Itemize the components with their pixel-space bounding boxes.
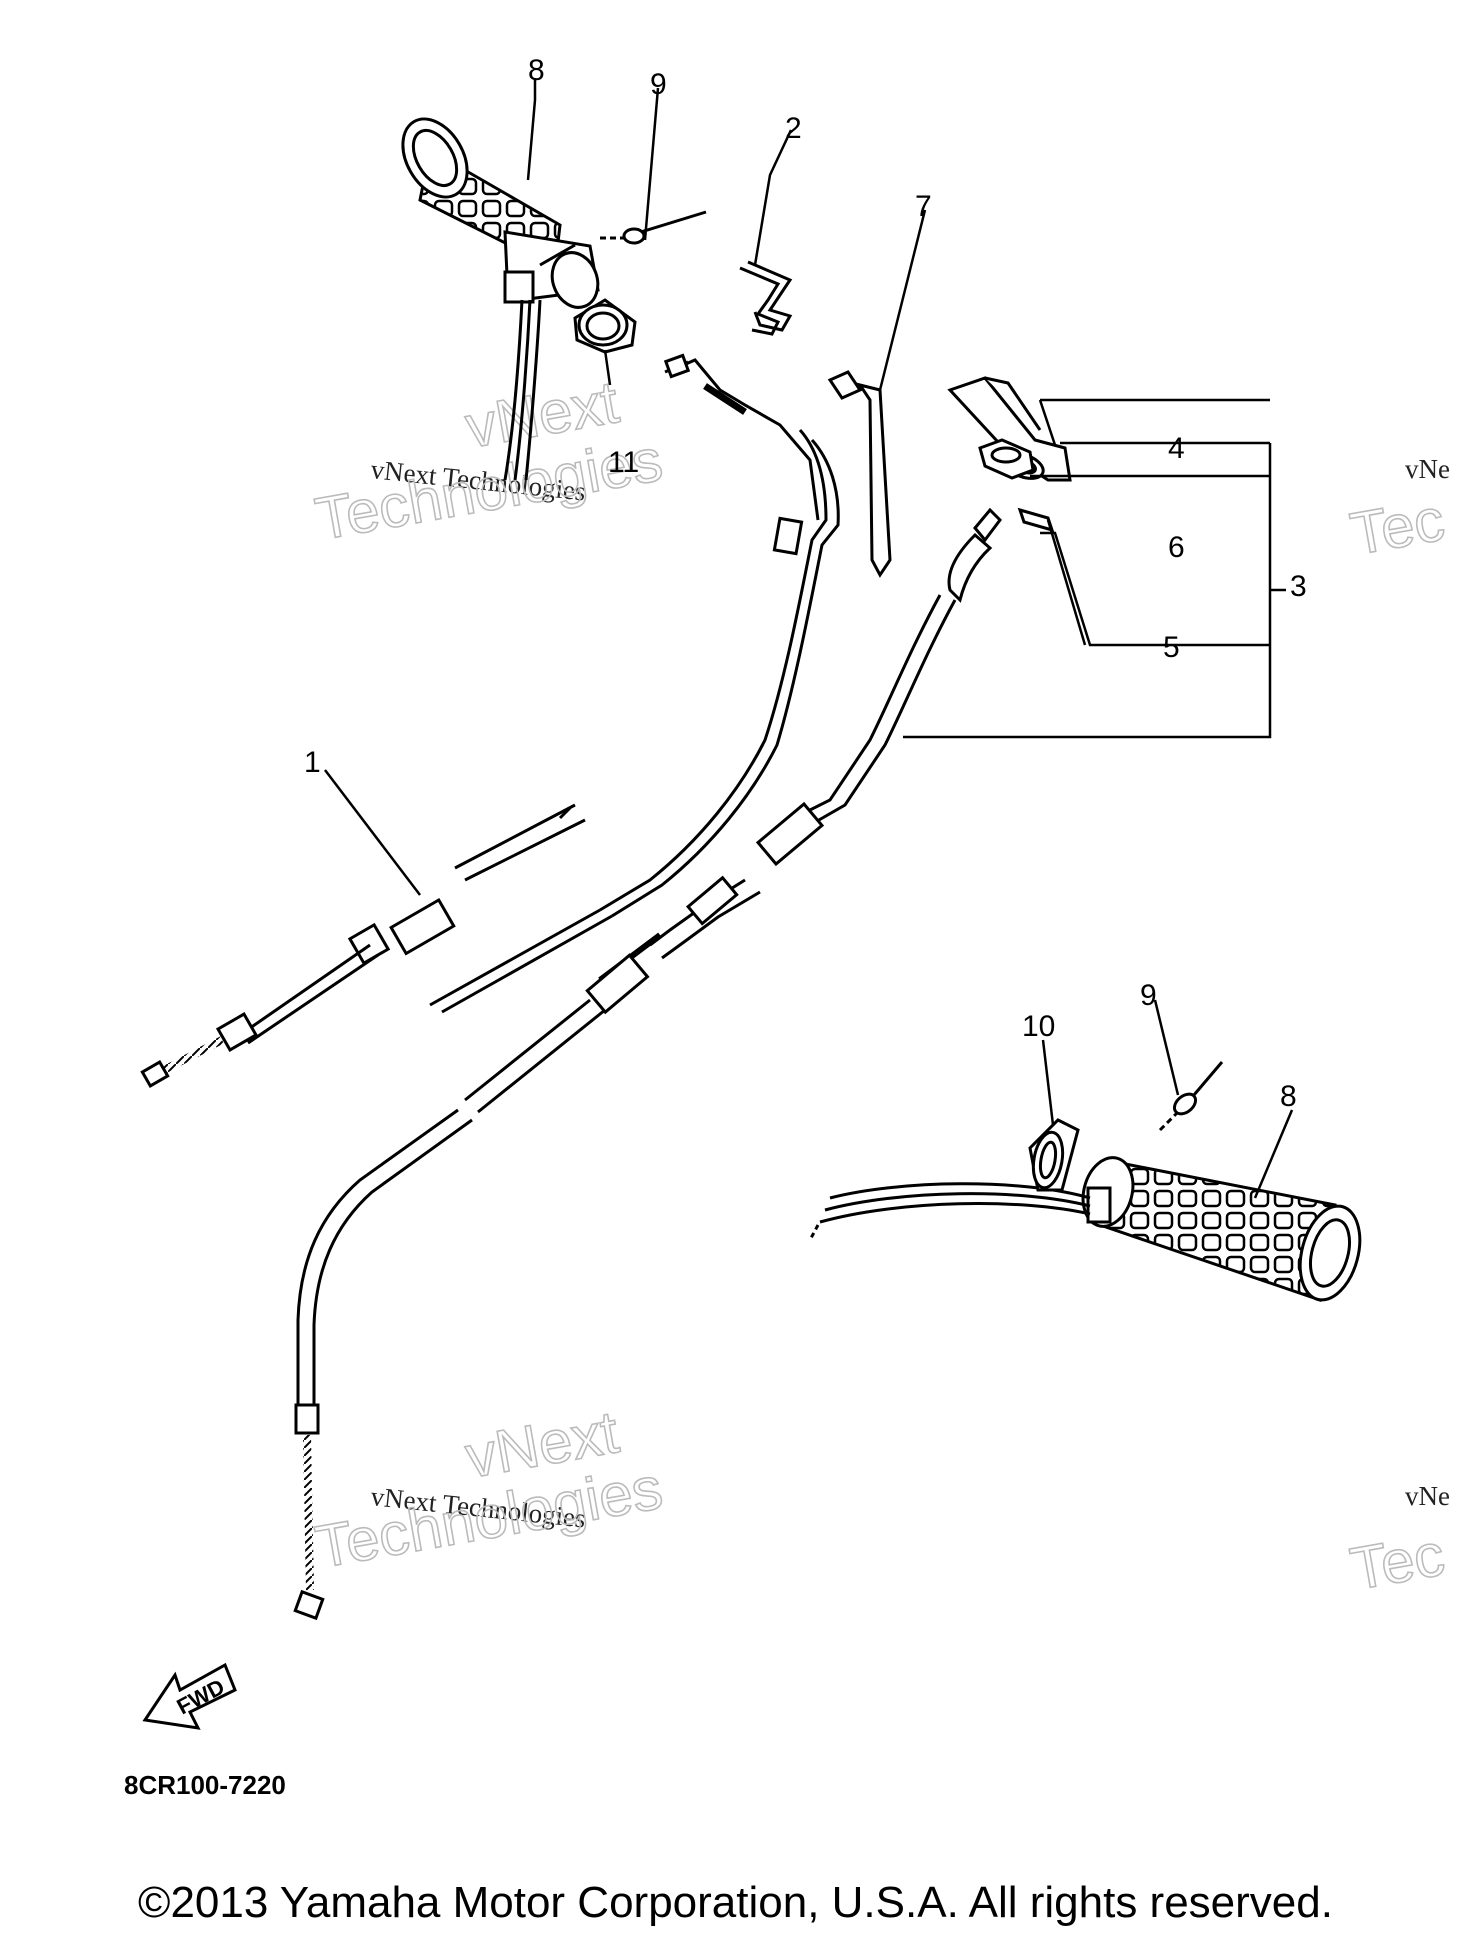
callout-3: 3 xyxy=(1290,570,1307,603)
callout-5: 5 xyxy=(1163,631,1180,664)
handlebar-grip-lower xyxy=(808,1156,1362,1302)
clip xyxy=(739,260,793,336)
callout-10: 10 xyxy=(1022,1010,1055,1043)
fwd-arrow: FWD xyxy=(142,1662,237,1730)
callout-6: 6 xyxy=(1168,531,1185,564)
adjuster-nut xyxy=(978,438,1035,480)
callout-4: 4 xyxy=(1168,432,1185,465)
watermark-edge: vNe Tec vNe Tec xyxy=(1345,454,1450,1604)
callout-9-upper: 9 xyxy=(650,68,667,101)
watermark-bottom: vNext Technologies vNext Technologies xyxy=(310,1397,668,1581)
callout-9-lower: 9 xyxy=(1140,979,1157,1012)
callout-7: 7 xyxy=(915,190,932,223)
collar-lower xyxy=(1028,1118,1080,1192)
callout-11: 11 xyxy=(608,446,639,479)
callout-2: 2 xyxy=(785,112,802,145)
leader-lines xyxy=(324,78,1294,1199)
svg-text:Tec: Tec xyxy=(1346,486,1450,568)
throttle-cable xyxy=(293,507,1002,1621)
throttle-grip-upper xyxy=(401,117,600,481)
svg-text:Tec: Tec xyxy=(1346,1521,1450,1603)
pin-upper xyxy=(600,210,707,245)
cable-holder xyxy=(827,370,892,578)
diagram-code: 8CR100-7220 xyxy=(124,1770,286,1800)
callout-8-upper: 8 xyxy=(528,54,545,87)
pin-lower xyxy=(1158,1061,1224,1132)
callout-8-lower: 8 xyxy=(1280,1080,1297,1113)
cotter-pin xyxy=(1017,507,1055,533)
copyright-notice: ©2013 Yamaha Motor Corporation, U.S.A. A… xyxy=(138,1878,1333,1927)
collar-upper xyxy=(573,298,637,354)
clutch-cable xyxy=(140,353,840,1088)
svg-text:vNe: vNe xyxy=(1405,1481,1450,1511)
callout-1: 1 xyxy=(304,746,321,779)
svg-text:vNe: vNe xyxy=(1405,454,1450,484)
callout-labels: 8 9 2 7 11 1 4 6 3 5 10 9 8 xyxy=(304,54,1307,1113)
